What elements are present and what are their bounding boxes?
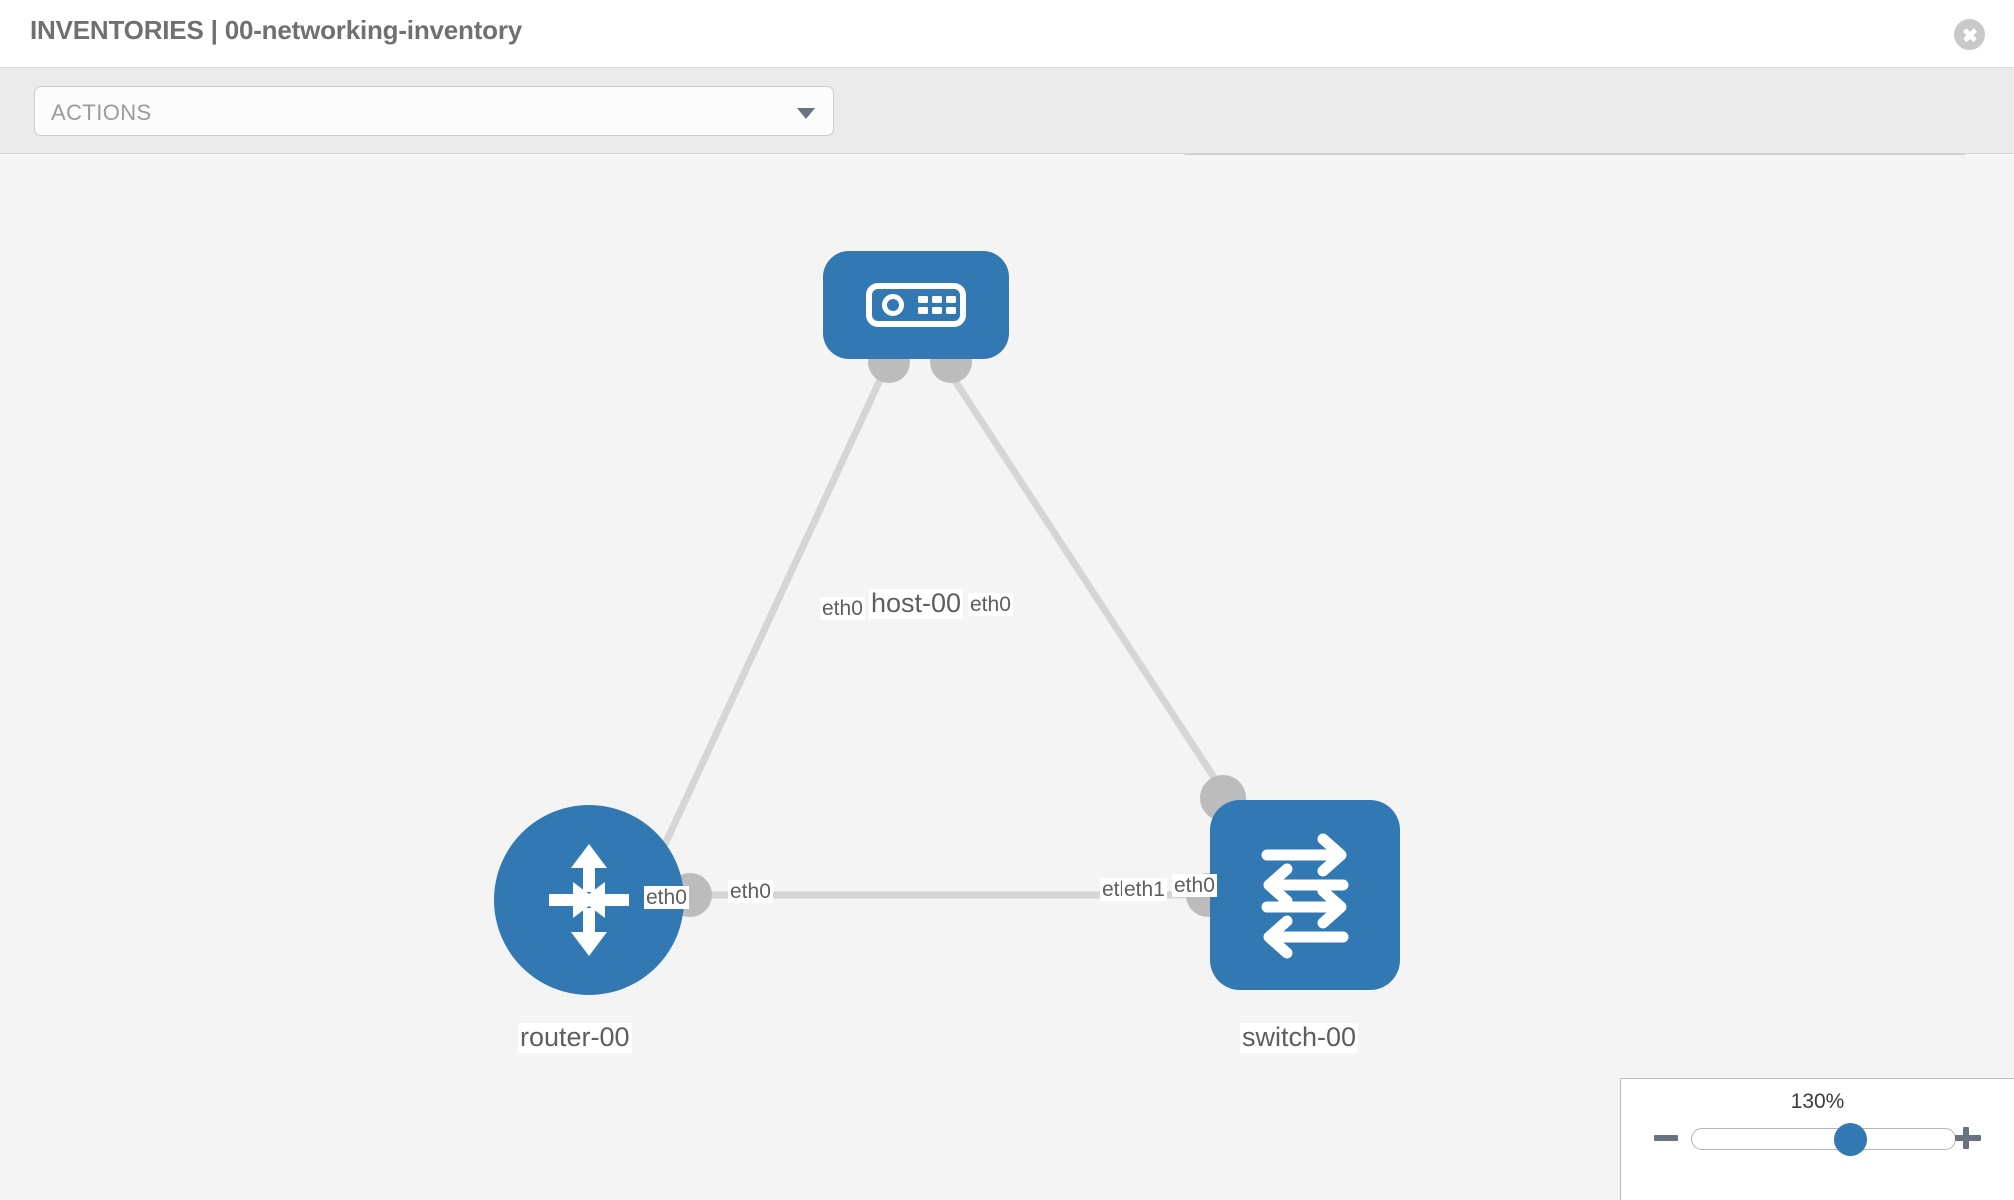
topology-canvas[interactable]: host-00 router-00 (0, 155, 2014, 1200)
actions-dropdown-label: ACTIONS (51, 100, 152, 125)
page-header: INVENTORIES | 00-networking-inventory (0, 0, 2014, 68)
edge-label-router00-eth0-east: eth0 (728, 880, 773, 904)
node-router-00-label: router-00 (518, 1022, 632, 1053)
close-icon[interactable] (1954, 19, 1985, 50)
zoom-control-panel: 130% (1620, 1078, 2014, 1200)
actions-dropdown[interactable]: ACTIONS (34, 86, 834, 136)
chevron-down-icon (797, 108, 815, 119)
zoom-slider-thumb[interactable] (1833, 1123, 1867, 1156)
edge-label-switch00-eth1-west: eth1 (1122, 878, 1167, 902)
router-arrows-icon (549, 844, 629, 956)
minus-icon[interactable] (1651, 1123, 1681, 1153)
edge-host00-switch00 (943, 365, 1235, 807)
edge-label-router00-eth0-north: eth0 (644, 886, 689, 910)
node-host-00-label: host-00 (869, 588, 964, 619)
switch-arrows-icon (1261, 833, 1349, 959)
edge-label-host00-eth0-right: eth0 (968, 593, 1013, 617)
toolbar: ACTIONS SEARCH (0, 68, 2014, 204)
zoom-level-label: 130% (1790, 1090, 1845, 1113)
node-switch-00-shape[interactable] (1210, 800, 1400, 990)
zoom-slider-track[interactable] (1691, 1123, 1956, 1156)
edge-host00-router00 (656, 365, 890, 857)
node-host-00-shape[interactable] (823, 251, 1009, 359)
edge-label-switch00-eth0-north: eth0 (1172, 874, 1217, 898)
plus-icon[interactable] (1953, 1123, 1983, 1153)
node-switch-00-label: switch-00 (1240, 1022, 1359, 1053)
page-title: INVENTORIES | 00-networking-inventory (30, 15, 523, 45)
edge-label-host00-eth0-left: eth0 (820, 597, 865, 621)
server-device-icon (866, 283, 966, 327)
